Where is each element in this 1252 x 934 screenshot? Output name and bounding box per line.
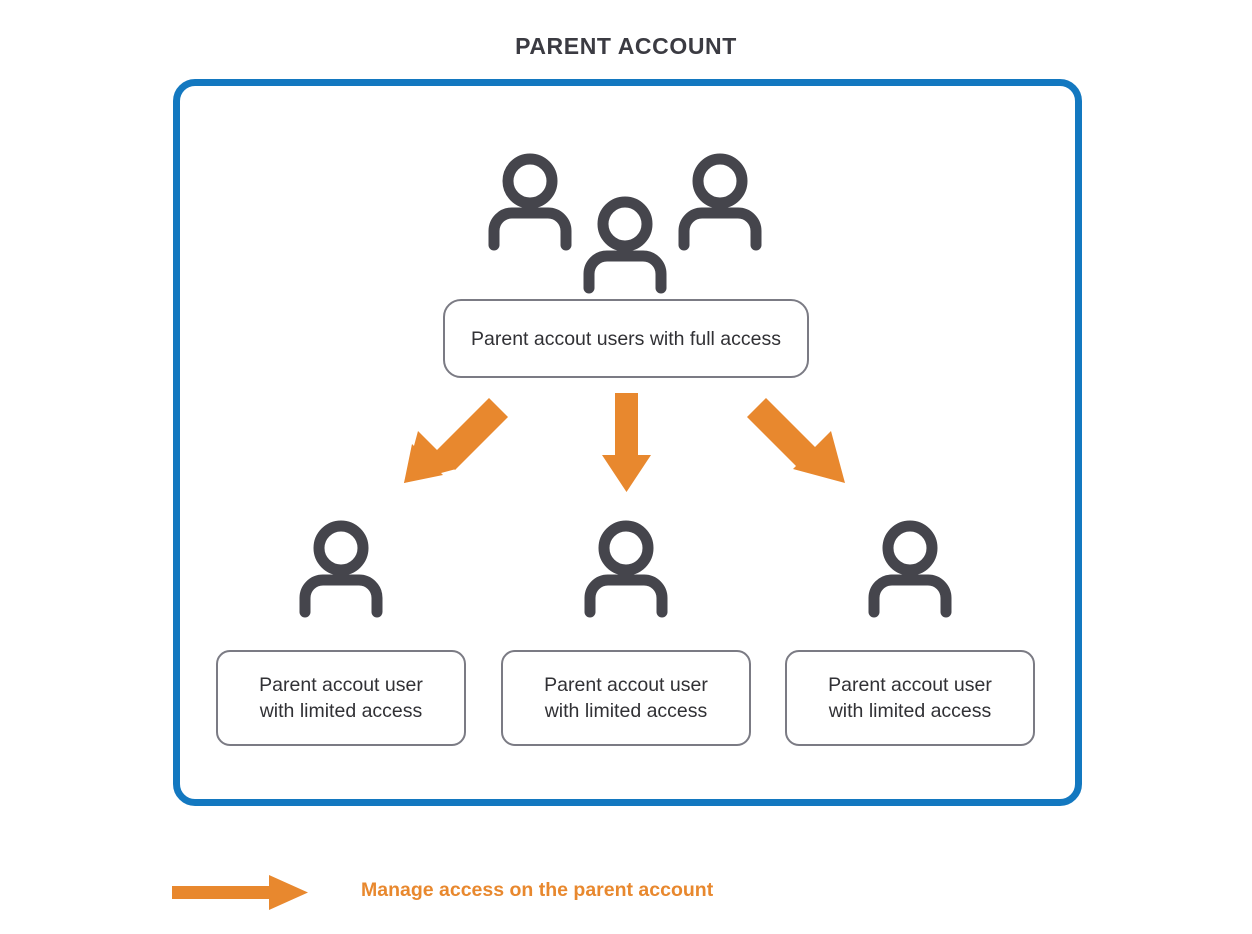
legend-text: Manage access on the parent account bbox=[361, 879, 714, 901]
person-icon-middle bbox=[573, 192, 677, 296]
person-icon-child-3 bbox=[858, 516, 962, 620]
limited-access-label-box-1: Parent accout user with limited access bbox=[216, 650, 466, 746]
legend: Manage access on the parent account bbox=[172, 868, 872, 918]
limited-access-label-text-2: Parent accout user with limited access bbox=[544, 674, 708, 722]
three-people-icon bbox=[478, 143, 773, 294]
full-access-label-box: Parent accout users with full access bbox=[443, 299, 809, 378]
person-icon-child-2 bbox=[574, 516, 678, 620]
limited-access-label-box-2: Parent accout user with limited access bbox=[501, 650, 751, 746]
limited-access-label-text-3: Parent accout user with limited access bbox=[828, 674, 992, 722]
person-icon-right bbox=[668, 149, 772, 253]
full-access-label-text: Parent accout users with full access bbox=[471, 327, 781, 350]
page-title: PARENT ACCOUNT bbox=[515, 33, 737, 59]
limited-access-label-box-3: Parent accout user with limited access bbox=[785, 650, 1035, 746]
arrow-right-icon bbox=[172, 875, 308, 910]
limited-access-label-text-1: Parent accout user with limited access bbox=[259, 674, 423, 722]
person-icon-left bbox=[478, 149, 582, 253]
person-icon-child-1 bbox=[289, 516, 393, 620]
